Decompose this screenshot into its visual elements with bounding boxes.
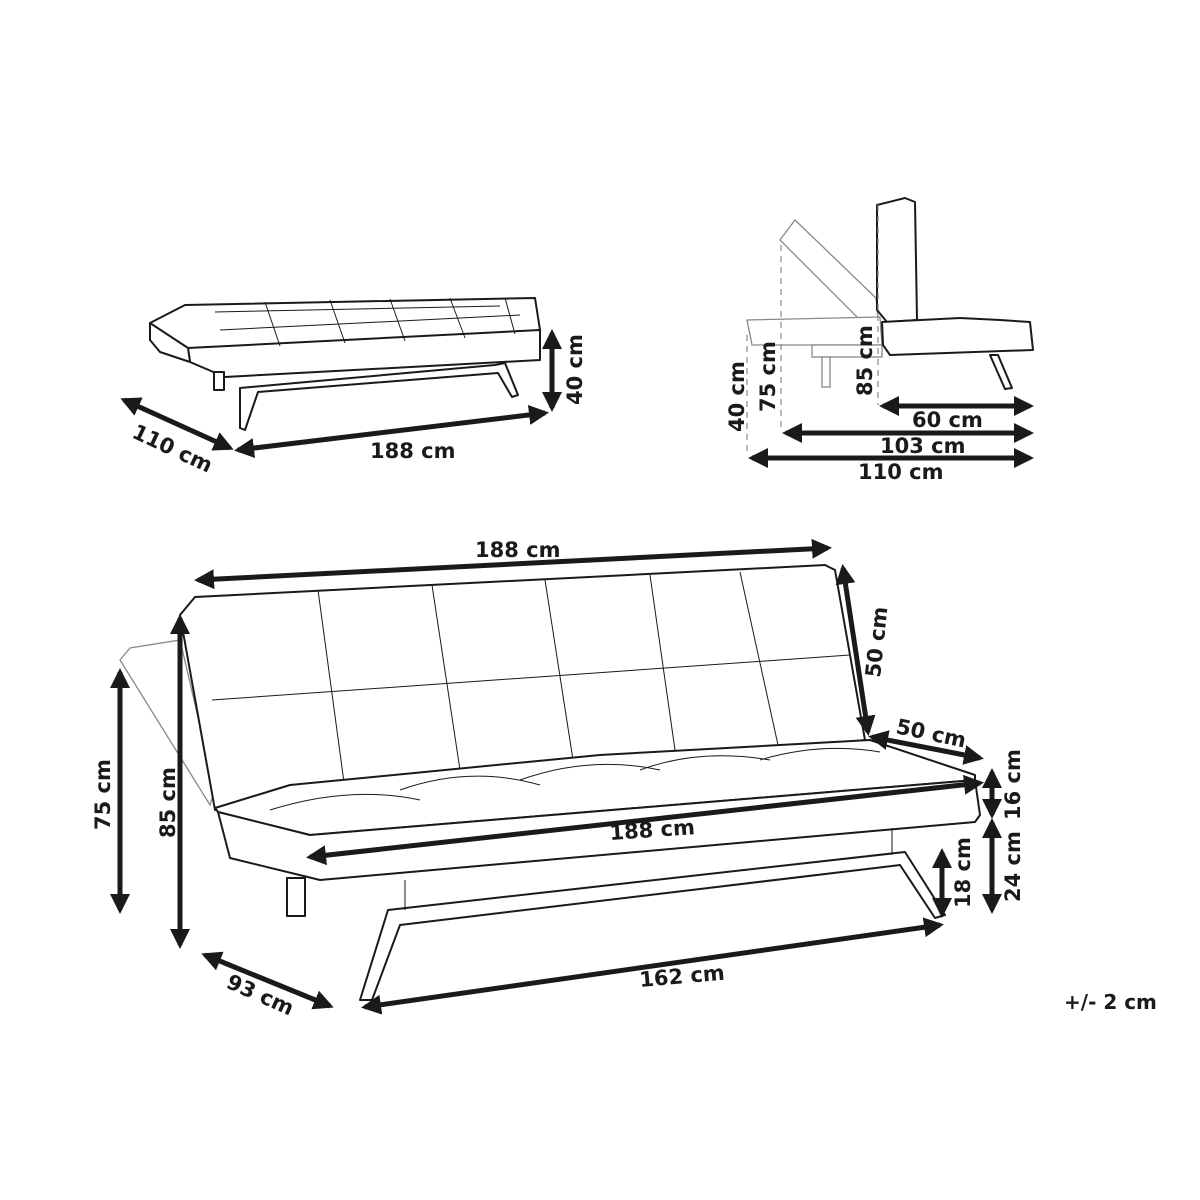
back-height-label: 50 cm <box>861 606 892 679</box>
seat-floor-label: 24 cm <box>1001 831 1025 902</box>
side-40-label: 40 cm <box>725 361 749 432</box>
flat-width-label: 188 cm <box>370 439 455 463</box>
seat-width-arrow <box>306 774 984 866</box>
side-profile-view: 60 cm 103 cm 110 cm 40 cm 75 cm 85 cm <box>725 197 1034 484</box>
seat-thickness-label: 16 cm <box>1001 749 1025 820</box>
back-height-arrow <box>835 564 876 736</box>
flat-depth-label: 110 cm <box>129 420 217 478</box>
flat-bed-view: 110 cm 188 cm 40 cm <box>120 297 587 478</box>
depth-arrow <box>201 951 334 1010</box>
flat-height-label: 40 cm <box>563 334 587 405</box>
side-85-label: 85 cm <box>853 325 877 396</box>
depth-arrow <box>120 397 234 451</box>
side-75-label: 75 cm <box>756 341 780 412</box>
leg-span-arrow <box>361 917 944 1015</box>
seat-depth-arrow <box>868 730 984 765</box>
tolerance-note: +/- 2 cm <box>1064 990 1157 1014</box>
side-60-label: 60 cm <box>912 408 983 432</box>
seat-width-label: 188 cm <box>609 815 696 845</box>
side-110-label: 110 cm <box>858 460 943 484</box>
sofa-front-view: 188 cm 50 cm 50 cm 188 cm 16 cm 24 cm 18… <box>91 538 1025 1020</box>
width-arrow <box>234 404 549 459</box>
side-103-label: 103 cm <box>880 434 965 458</box>
reclined-height-label: 75 cm <box>91 759 115 830</box>
total-height-label: 85 cm <box>156 767 180 838</box>
top-width-label: 188 cm <box>475 538 560 562</box>
leg-height-label: 18 cm <box>951 837 975 908</box>
top-width-arrow <box>194 538 832 590</box>
